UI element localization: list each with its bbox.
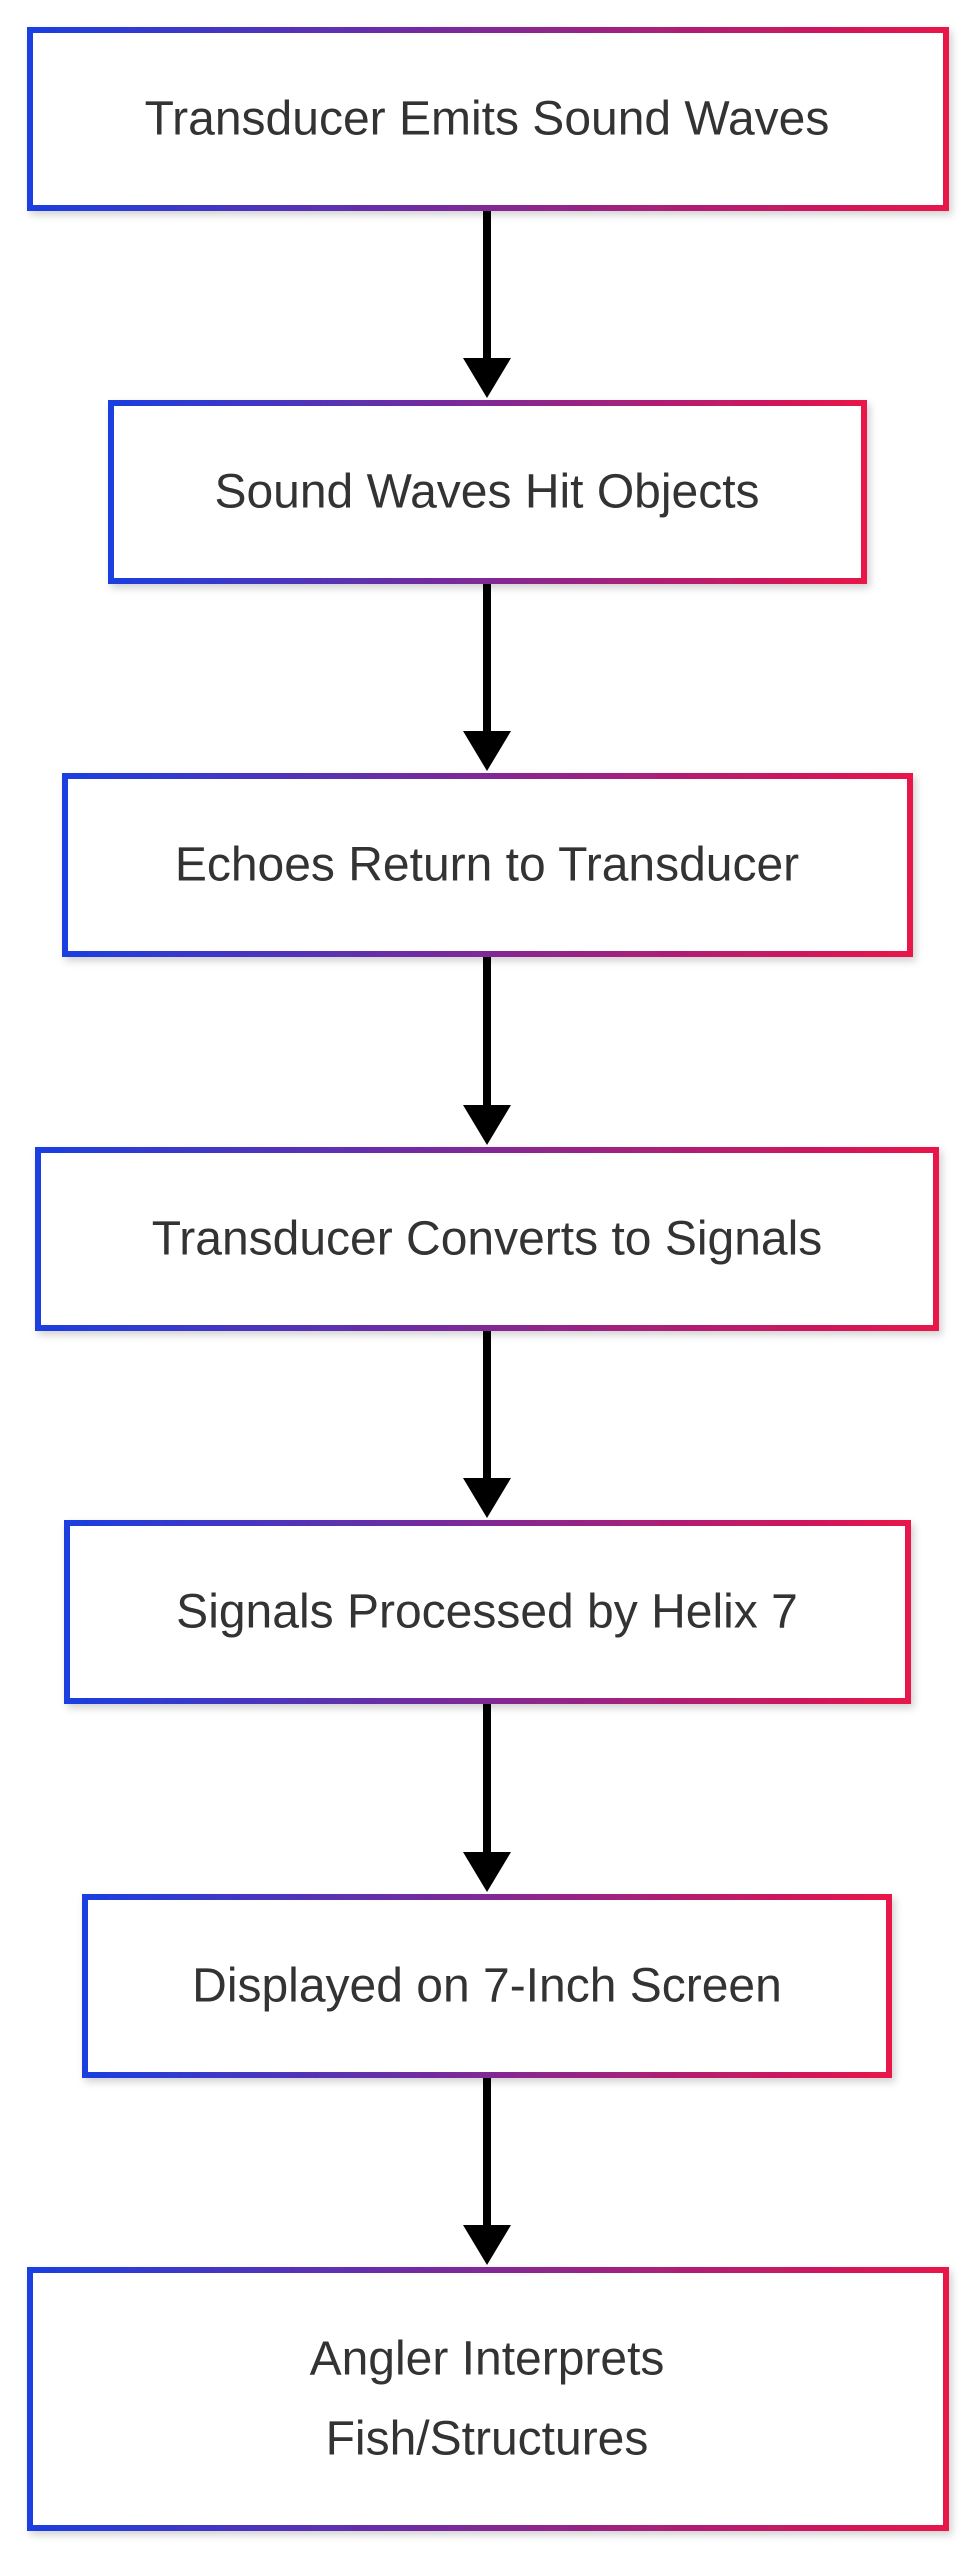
- flow-node-label: Sound Waves Hit Objects: [214, 466, 759, 519]
- flow-arrow: [463, 1704, 511, 1892]
- flow-arrow: [463, 211, 511, 398]
- arrow-head: [463, 358, 511, 398]
- flow-node-box: [108, 400, 867, 584]
- flow-node-label: Transducer Emits Sound Waves: [145, 93, 830, 146]
- flow-node-box: [27, 27, 949, 211]
- flow-node-box: [35, 1147, 939, 1331]
- arrow-head: [463, 1478, 511, 1518]
- flow-node: Transducer Converts to Signals: [35, 1147, 939, 1331]
- flow-node: Sound Waves Hit Objects: [108, 400, 867, 584]
- flow-node-box: [27, 2267, 949, 2531]
- flow-node-label: Echoes Return to Transducer: [175, 839, 799, 892]
- arrow-head: [463, 2225, 511, 2265]
- flow-node-box: [64, 1520, 911, 1704]
- arrow-head: [463, 1105, 511, 1145]
- arrow-head: [463, 1852, 511, 1892]
- flow-node-box: [62, 773, 913, 957]
- arrow-head: [463, 731, 511, 771]
- flow-node-label: Signals Processed by Helix 7: [176, 1586, 798, 1639]
- flow-node: Displayed on 7-Inch Screen: [82, 1894, 892, 2078]
- flow-node-label: Displayed on 7-Inch Screen: [192, 1960, 782, 2013]
- edges-layer: [463, 211, 511, 2265]
- flow-node: Transducer Emits Sound Waves: [27, 27, 949, 211]
- flow-arrow: [463, 2078, 511, 2265]
- flow-node-label: Fish/Structures: [326, 2413, 649, 2466]
- flow-arrow: [463, 584, 511, 771]
- flow-node-box: [82, 1894, 892, 2078]
- flow-node-label: Transducer Converts to Signals: [152, 1213, 823, 1266]
- flow-node: Echoes Return to Transducer: [62, 773, 913, 957]
- flow-node-label: Angler Interprets: [310, 2333, 665, 2386]
- flow-node: Signals Processed by Helix 7: [64, 1520, 911, 1704]
- flow-arrow: [463, 957, 511, 1145]
- flow-arrow: [463, 1331, 511, 1518]
